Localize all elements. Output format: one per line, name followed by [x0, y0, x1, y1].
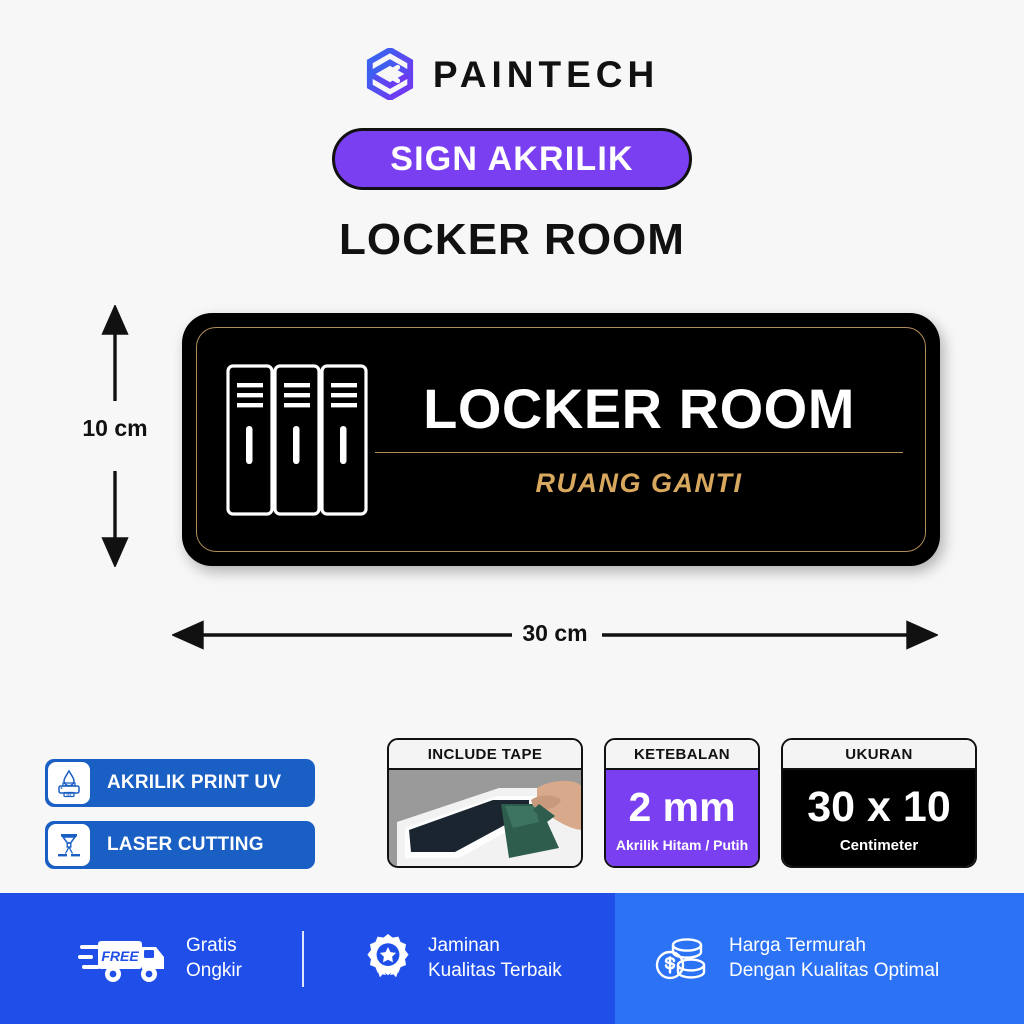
trust-banner-left: FREE Gratis Ongkir Jaminan — [0, 893, 615, 1024]
thickness-note: Akrilik Hitam / Putih — [615, 837, 749, 853]
trust-item-shipping: FREE Gratis Ongkir — [78, 931, 242, 987]
trust-line-2: Ongkir — [186, 959, 242, 981]
sign-inner-frame: LOCKER ROOM RUANG GANTI — [196, 327, 926, 552]
trust-line-1: Gratis — [186, 935, 237, 957]
svg-text:UV: UV — [67, 793, 73, 797]
tape-peel-photo — [389, 770, 581, 866]
free-shipping-truck-icon: FREE — [78, 940, 164, 982]
feature-badge-laser-cutting: LASER CUTTING — [45, 821, 315, 869]
spec-card-title: KETEBALAN — [606, 740, 758, 770]
spec-card-size: UKURAN 30 x 10 Centimeter — [781, 738, 977, 868]
trust-line-2: Dengan Kualitas Optimal — [729, 959, 940, 981]
uv-printer-icon-tile: UV — [47, 761, 91, 805]
trust-item-text: Harga Termurah Dengan Kualitas Optimal — [729, 934, 939, 983]
trust-banner: FREE Gratis Ongkir Jaminan — [0, 893, 1024, 1024]
free-shipping-truck-icon-wrap: FREE — [78, 931, 170, 987]
laser-cutter-icon — [58, 834, 80, 857]
brand-header: PAINTECH — [0, 48, 1024, 100]
spec-card-body: 30 x 10 Centimeter — [783, 770, 975, 866]
feature-badge-print-uv: UV AKRILIK PRINT UV — [45, 759, 315, 807]
sign-main-text: LOCKER ROOM — [423, 376, 855, 440]
sign-sub-text: RUANG GANTI — [535, 468, 743, 499]
truck-free-label: FREE — [101, 948, 139, 964]
page-title: LOCKER ROOM — [339, 215, 685, 264]
thickness-value: 2 mm — [628, 784, 736, 830]
width-dimension-arrow — [172, 620, 938, 650]
size-value: 30 x 10 — [807, 783, 951, 831]
trust-line-1: Harga Termurah — [729, 935, 866, 957]
acrylic-sign-plate: LOCKER ROOM RUANG GANTI — [182, 313, 940, 566]
height-dimension-arrow — [101, 305, 129, 567]
quality-rosette-icon-wrap — [364, 933, 412, 985]
sign-text-block: LOCKER ROOM RUANG GANTI — [375, 376, 925, 499]
quality-rosette-icon — [367, 933, 409, 977]
trust-item-price: Harga Termurah Dengan Kualitas Optimal — [653, 933, 939, 985]
hexagon-logo-icon — [366, 48, 413, 100]
coins-price-icon-wrap — [653, 933, 713, 985]
trust-item-text: Jaminan Kualitas Terbaik — [428, 934, 562, 983]
spec-card-include-tape: INCLUDE TAPE — [387, 738, 583, 868]
sign-divider — [375, 451, 903, 454]
spec-card-title: UKURAN — [783, 740, 975, 770]
spec-card-title: INCLUDE TAPE — [389, 740, 581, 770]
category-badge-label: SIGN AKRILIK — [390, 139, 634, 178]
height-dimension-label: 10 cm — [82, 415, 148, 441]
brand-name: PAINTECH — [432, 53, 660, 95]
spec-card-thickness: KETEBALAN 2 mm Akrilik Hitam / Putih — [604, 738, 760, 868]
uv-printer-icon: UV — [58, 769, 80, 798]
lockers-icon — [226, 363, 368, 516]
width-dimension-label: 30 cm — [522, 620, 588, 646]
trust-banner-right: Harga Termurah Dengan Kualitas Optimal — [615, 893, 1024, 1024]
feature-badge-label: LASER CUTTING — [107, 834, 264, 855]
size-note: Centimeter — [839, 837, 919, 854]
category-badge: SIGN AKRILIK — [332, 128, 692, 190]
feature-badge-label: AKRILIK PRINT UV — [107, 772, 282, 793]
laser-cutter-icon-tile — [47, 823, 91, 867]
trust-item-text: Gratis Ongkir — [186, 934, 242, 983]
coins-price-icon — [655, 937, 706, 979]
spec-card-body: 2 mm Akrilik Hitam / Putih — [606, 770, 758, 866]
trust-line-1: Jaminan — [427, 935, 500, 957]
banner-divider — [301, 930, 304, 987]
trust-item-quality: Jaminan Kualitas Terbaik — [364, 933, 562, 985]
trust-line-2: Kualitas Terbaik — [427, 959, 562, 981]
